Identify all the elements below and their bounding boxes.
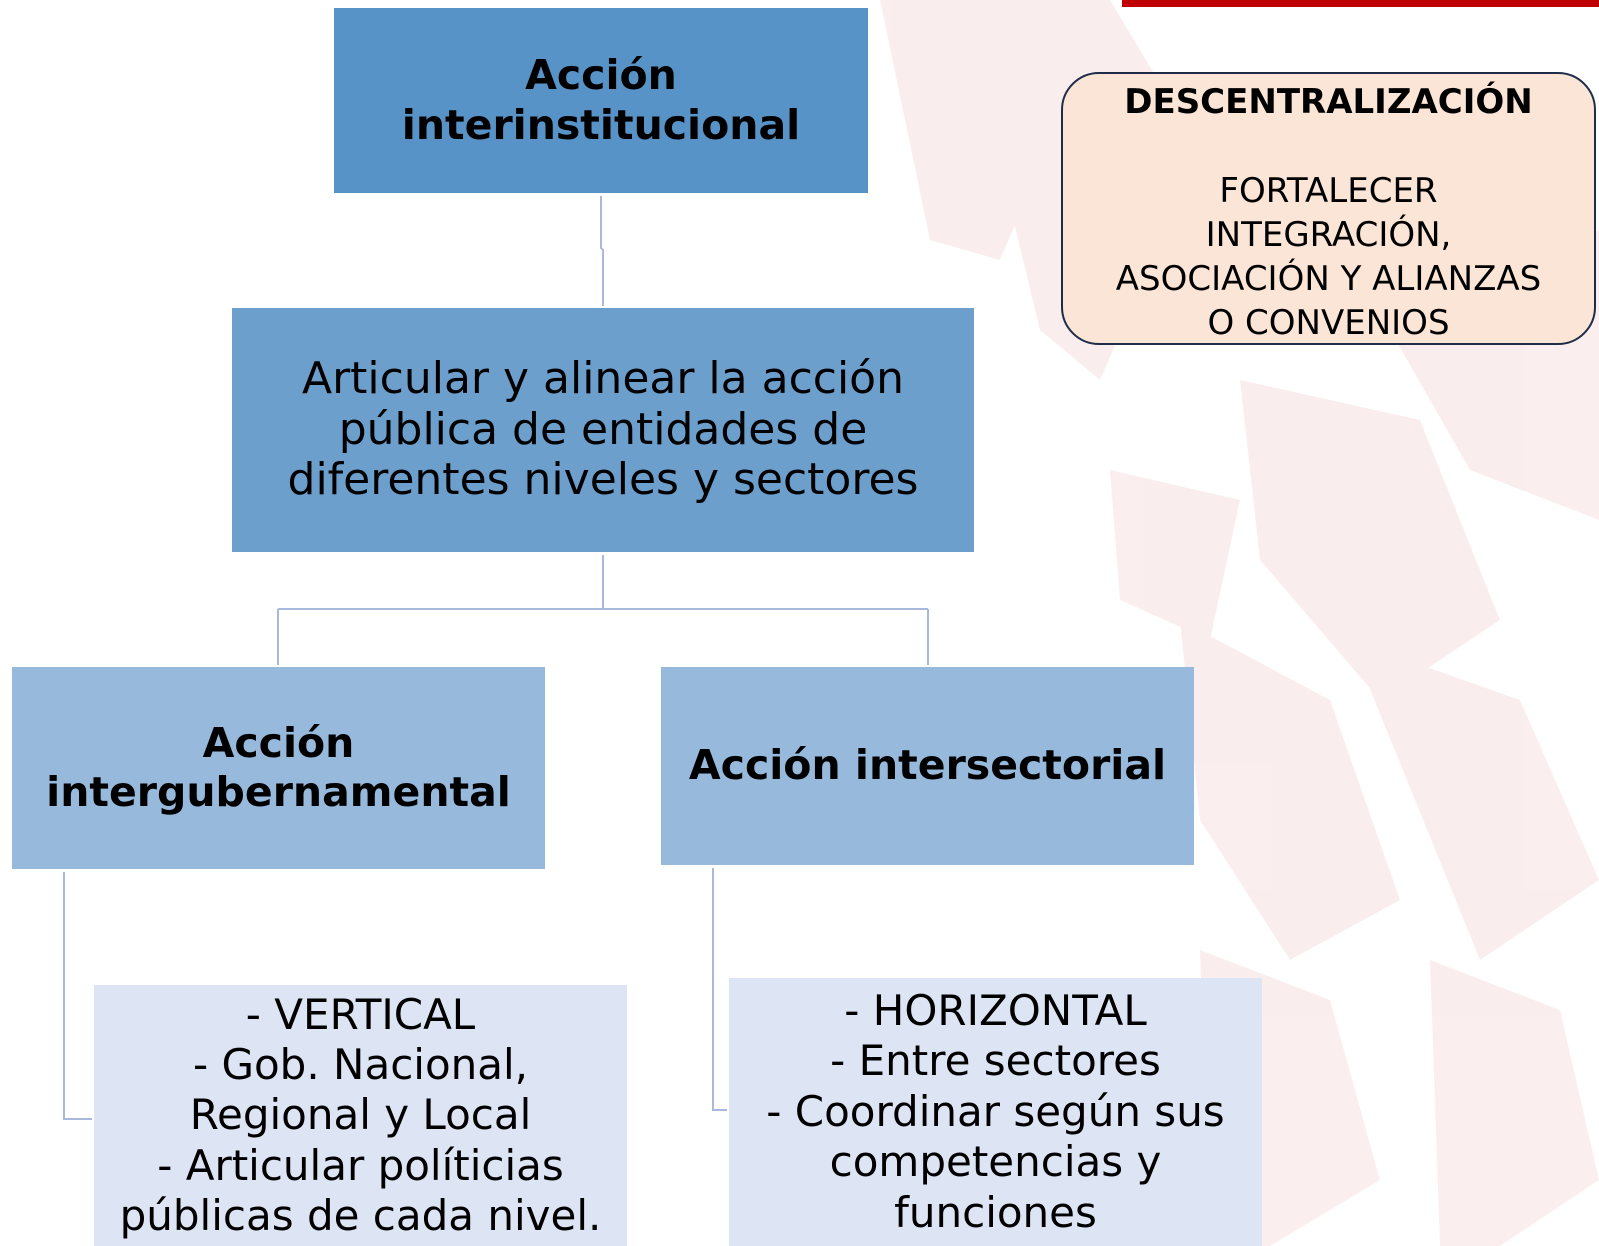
connector-right-to-detail [712,868,727,1111]
callout-box: DESCENTRALIZACIÓN FORTALECER INTEGRACIÓN… [1061,72,1596,345]
connector-root-to-mid [600,196,604,306]
root-node-label: Acción interinstitucional [401,51,801,149]
right-detail-text: - HORIZONTAL - Entre sectores - Coordina… [766,986,1225,1237]
left-node-box: Acción intergubernamental [12,667,545,869]
left-detail-text: - VERTICAL - Gob. Nacional, Regional y L… [119,989,602,1241]
right-detail-box: - HORIZONTAL - Entre sectores - Coordina… [729,978,1262,1246]
left-detail-box: - VERTICAL - Gob. Nacional, Regional y L… [94,985,627,1246]
left-node-label: Acción intergubernamental [46,718,511,816]
connector-left-to-detail [63,872,92,1120]
callout-title: DESCENTRALIZACIÓN [1124,82,1533,122]
top-accent-bar [1122,0,1599,7]
root-node-box: Acción interinstitucional [334,8,868,193]
callout-body: FORTALECER INTEGRACIÓN, ASOCIACIÓN Y ALI… [1115,170,1542,344]
right-node-label: Acción intersectorial [688,741,1167,790]
mid-node-label: Articular y alinear la acción pública de… [287,353,919,506]
mid-node-box: Articular y alinear la acción pública de… [232,308,974,552]
right-node-box: Acción intersectorial [661,667,1194,865]
